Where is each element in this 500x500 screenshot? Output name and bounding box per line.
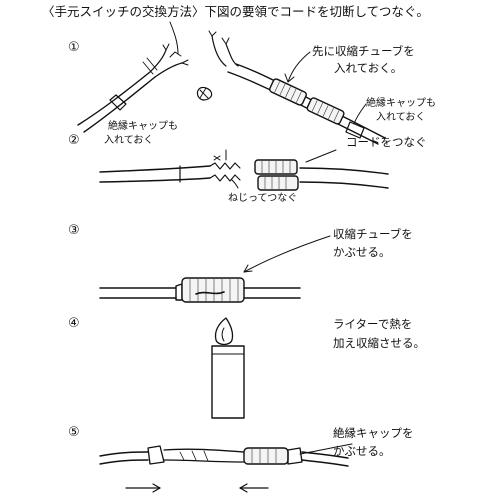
- step-1-right-cord: [208, 30, 386, 145]
- step-4-lighter: [211, 317, 245, 419]
- step-1-cut-scissors: [169, 21, 213, 101]
- step-3-label-cover: かぶせる。: [333, 245, 391, 259]
- step-2-joined-cord: [99, 149, 389, 191]
- step-4-label-heat: ライターで熱を: [333, 317, 413, 331]
- step-1-label-shrink-tube: 先に収縮チューブを: [312, 44, 415, 58]
- step-1-label-insert: 入れておく。: [334, 61, 403, 75]
- step-1-left-cord: [77, 43, 189, 133]
- step-3-number: ③: [68, 223, 80, 238]
- step-5-label-cover: かぶせる。: [333, 444, 391, 458]
- step-1-label-cap-right: 絶縁キャップも: [366, 98, 436, 109]
- step-3-label-tube: 収縮チューブを: [333, 227, 413, 241]
- step-3-tube-cover: [99, 235, 331, 303]
- step-5-number: ⑤: [68, 425, 80, 440]
- step-5-finished-cord: [99, 443, 353, 493]
- step-2-label-twist: ねじってつなぐ: [228, 193, 298, 204]
- step-1-number: ①: [68, 40, 80, 55]
- step-1-label-cap-left-insert: 入れておく: [104, 135, 154, 146]
- step-2-number: ②: [68, 133, 80, 148]
- step-1-label-cap-right-insert: 入れておく: [376, 112, 426, 123]
- step-1-label-cap-left: 絶縁キャップも: [108, 121, 178, 132]
- page-title: 〈手元スイッチの交換方法〉下図の要領でコードを切断してつなぐ。: [42, 4, 429, 19]
- step-5-label-cap: 絶縁キャップを: [333, 426, 414, 440]
- step-4-label-shrink: 加え収縮させる。: [333, 336, 425, 350]
- step-4-number: ④: [68, 316, 80, 331]
